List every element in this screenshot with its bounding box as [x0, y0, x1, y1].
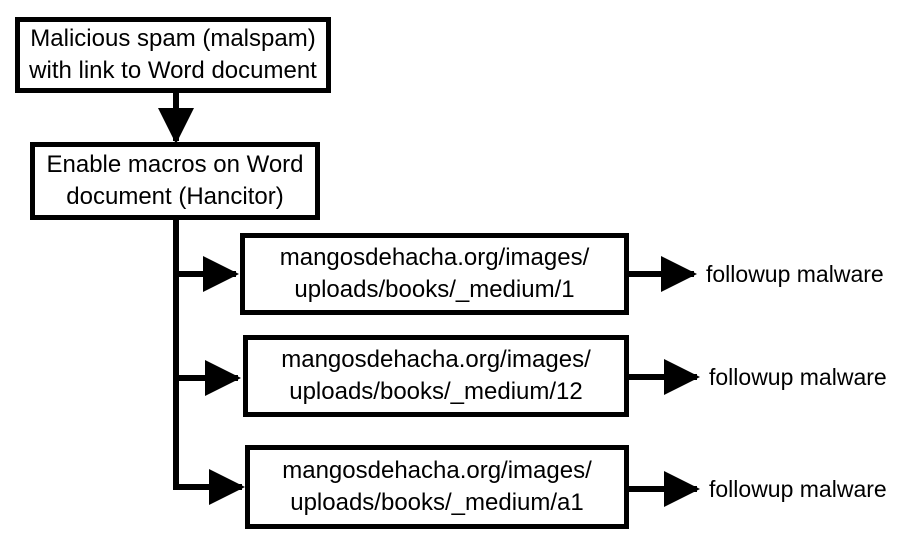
result-label-1: followup malware: [706, 261, 884, 287]
url-box-2-line-2: uploads/books/_medium/12: [289, 378, 583, 405]
url-box-2: mangosdehacha.org/images/ uploads/books/…: [243, 335, 629, 417]
malspam-line-2: with link to Word document: [29, 57, 317, 84]
url-box-1-line-2: uploads/books/_medium/1: [294, 276, 575, 303]
url-box-1: mangosdehacha.org/images/ uploads/books/…: [240, 233, 629, 315]
malspam-box: Malicious spam (malspam) with link to Wo…: [15, 17, 331, 93]
url-box-3-line-2: uploads/books/_medium/a1: [290, 489, 584, 516]
url-box-2-line-1: mangosdehacha.org/images/: [281, 346, 591, 373]
result-label-3: followup malware: [709, 476, 887, 502]
result-label-2: followup malware: [709, 364, 887, 390]
url-box-3-line-1: mangosdehacha.org/images/: [282, 457, 592, 484]
macros-line-2: document (Hancitor): [66, 183, 284, 210]
url-box-1-line-1: mangosdehacha.org/images/: [279, 244, 590, 271]
url-box-3: mangosdehacha.org/images/ uploads/books/…: [245, 445, 629, 529]
macros-box: Enable macros on Word document (Hancitor…: [30, 142, 320, 220]
macros-line-1: Enable macros on Word: [46, 151, 304, 178]
malspam-line-1: Malicious spam (malspam): [30, 25, 316, 52]
